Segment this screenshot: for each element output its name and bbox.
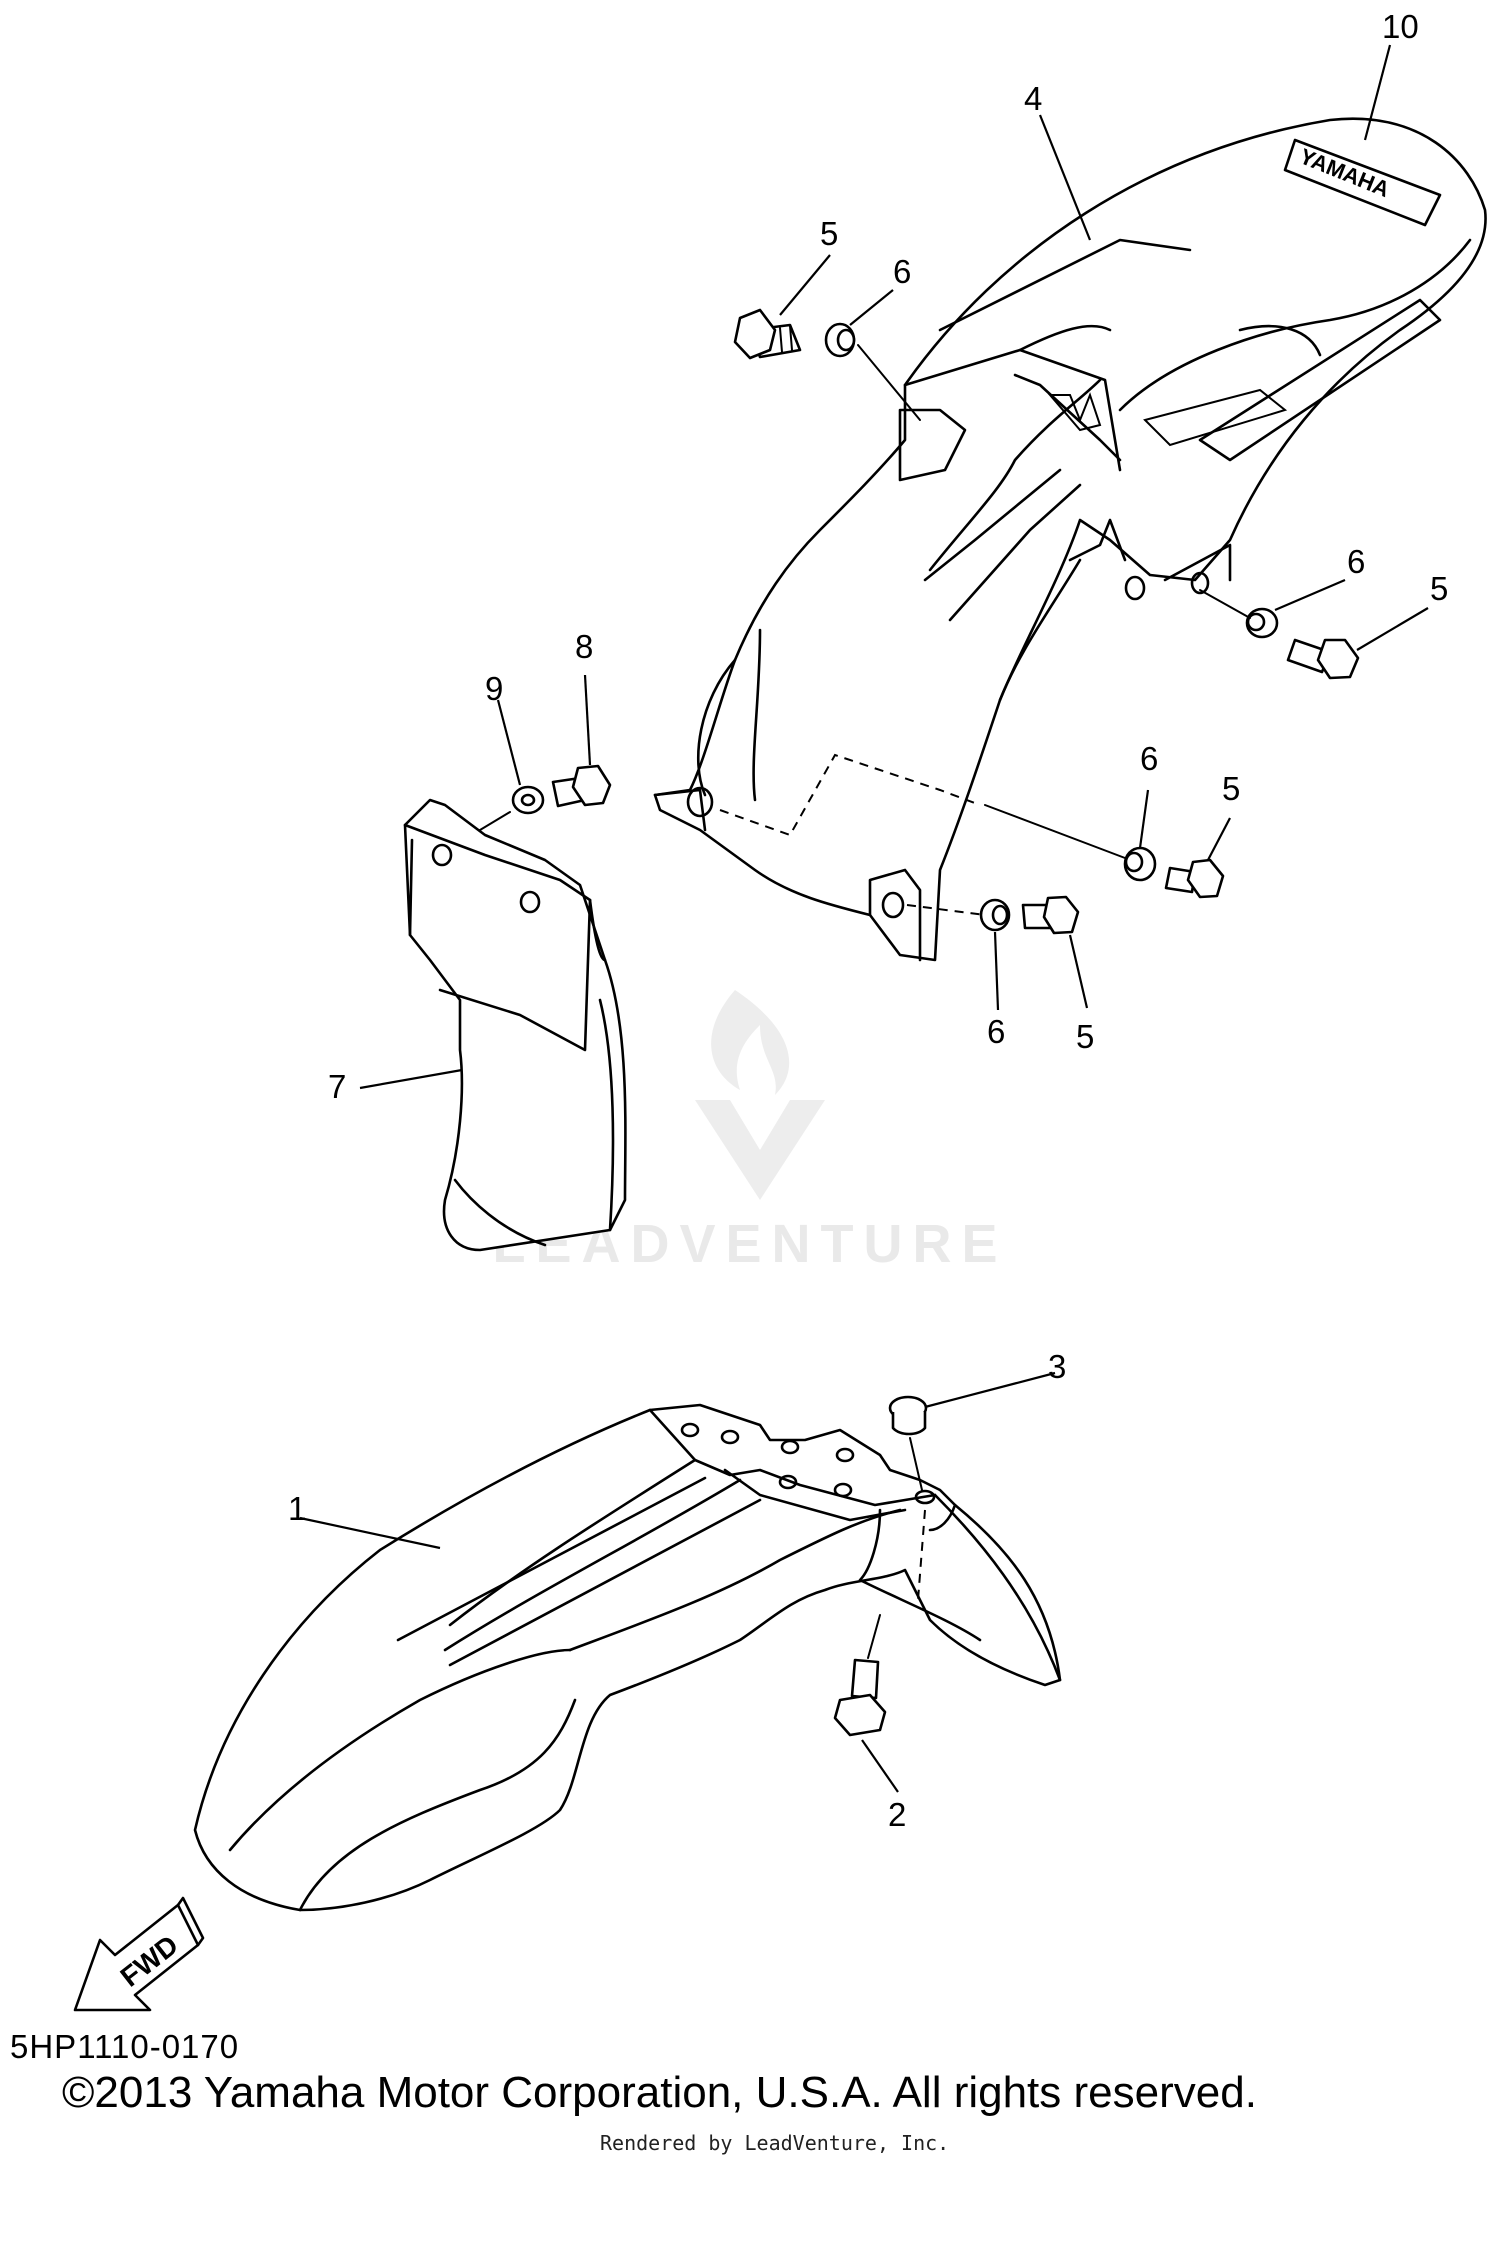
collar-6-bottom[interactable] bbox=[979, 898, 1011, 932]
collar-6-right[interactable] bbox=[1245, 607, 1279, 639]
callout-1: 1 bbox=[288, 1490, 306, 1527]
callout-8: 8 bbox=[575, 628, 593, 665]
bolt-5-top-left[interactable] bbox=[733, 308, 802, 360]
bolt-part-8[interactable] bbox=[551, 764, 612, 808]
callout-5: 5 bbox=[1076, 1018, 1094, 1055]
callout-4: 4 bbox=[1024, 80, 1042, 117]
assembly-line bbox=[867, 1614, 881, 1659]
bolt-5-lower-right[interactable] bbox=[1164, 858, 1225, 899]
collar-6-top[interactable] bbox=[824, 322, 856, 358]
front-fender-part-1[interactable] bbox=[193, 1403, 1062, 1912]
callout-7: 7 bbox=[328, 1068, 346, 1105]
mud-flap-part-7[interactable] bbox=[403, 798, 627, 1252]
grommet-part-3[interactable] bbox=[888, 1395, 928, 1436]
assembly-line bbox=[479, 811, 511, 831]
callout-5: 5 bbox=[1222, 770, 1240, 807]
copyright-notice: ©2013 Yamaha Motor Corporation, U.S.A. A… bbox=[62, 2068, 1257, 2117]
assembly-line bbox=[909, 1437, 923, 1491]
callout-6: 6 bbox=[987, 1013, 1005, 1050]
callout-2: 2 bbox=[888, 1796, 906, 1833]
callout-9: 9 bbox=[485, 670, 503, 707]
callout-10: 10 bbox=[1382, 8, 1419, 45]
assembly-line bbox=[1199, 589, 1251, 619]
fwd-arrow-icon: FWD bbox=[73, 1896, 205, 2012]
rendered-by-notice: Rendered by LeadVenture, Inc. bbox=[600, 2131, 950, 2155]
callout-6: 6 bbox=[1140, 740, 1158, 777]
callout-6: 6 bbox=[893, 253, 911, 290]
callout-5: 5 bbox=[1430, 570, 1448, 607]
assembly-line bbox=[984, 804, 1126, 859]
collar-6-lower-right[interactable] bbox=[1123, 846, 1157, 882]
assembly-line bbox=[857, 344, 921, 421]
diagram-code: 5HP1110-0170 bbox=[10, 2028, 240, 2065]
bolt-5-right[interactable] bbox=[1286, 638, 1360, 680]
callout-5: 5 bbox=[820, 215, 838, 252]
bolt-5-bottom[interactable] bbox=[1021, 895, 1080, 935]
callout-labels: 10 4 5 6 6 5 6 5 6 5 8 9 7 3 1 2 bbox=[288, 8, 1448, 1833]
callout-3: 3 bbox=[1048, 1348, 1066, 1385]
callout-6: 6 bbox=[1347, 543, 1365, 580]
leader-lines bbox=[299, 44, 1429, 1793]
rear-fender-part-4[interactable]: YAMAHA bbox=[653, 117, 1487, 962]
bolt-part-2[interactable] bbox=[833, 1658, 887, 1737]
washer-part-9[interactable] bbox=[511, 785, 545, 815]
